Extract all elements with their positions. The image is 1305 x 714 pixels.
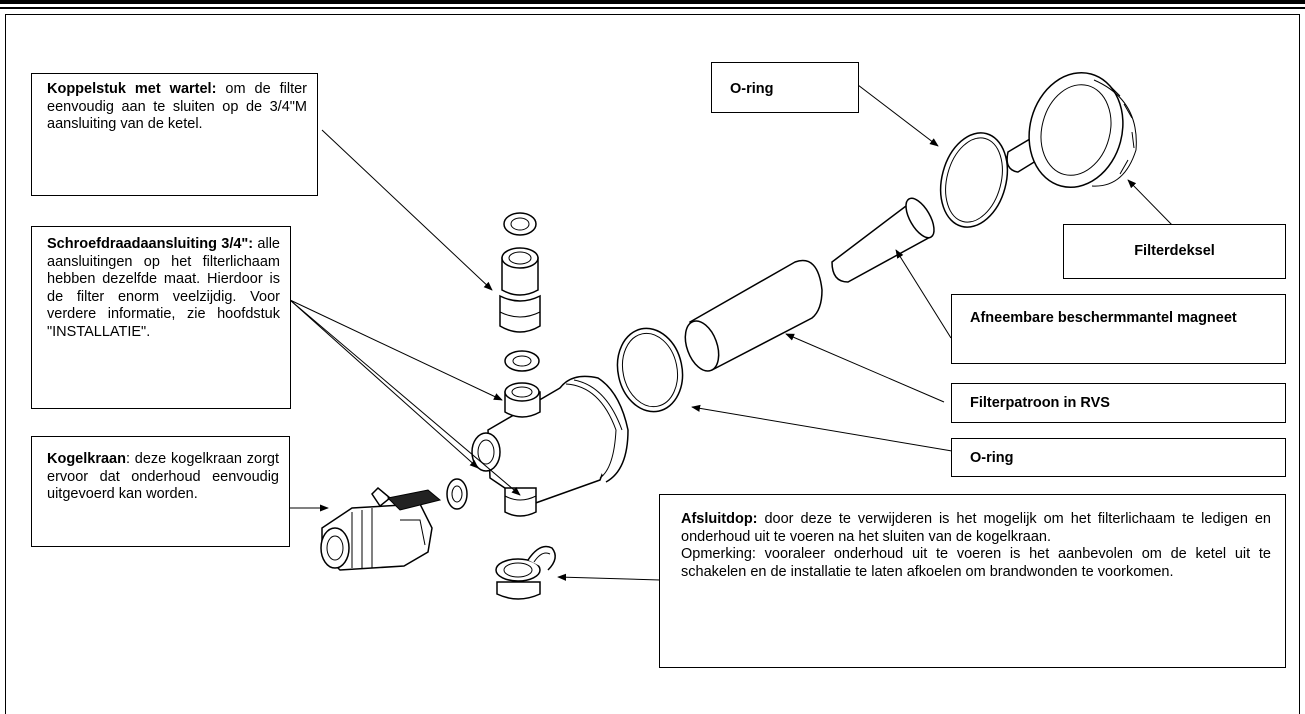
label-koppelstuk: Koppelstuk met wartel: om de filter eenv… (31, 73, 318, 196)
magnet-sleeve (831, 197, 935, 283)
filter-body (471, 375, 629, 517)
ball-valve (320, 486, 442, 571)
drain-cap (495, 545, 556, 600)
coupling-swivel-nut (499, 247, 541, 333)
label-afsluitdop-text: door deze te verwijderen is het mogelijk… (681, 511, 1272, 545)
label-filterpatroon: Filterpatroon in RVS (951, 383, 1286, 423)
label-koppelstuk-title: Koppelstuk met wartel: (47, 81, 217, 97)
washer-top (503, 212, 537, 236)
filter-cartridge (684, 259, 823, 372)
top-rule-thin (0, 7, 1305, 9)
label-oring-mid-title: O-ring (970, 450, 1014, 466)
label-afsluitdop-note: Opmerking: vooraleer onderhoud uit te vo… (681, 546, 1271, 580)
label-oring-top-title: O-ring (730, 81, 774, 97)
label-beschermmantel: Afneembare beschermmantel magneet (951, 294, 1286, 364)
washer-middle (504, 350, 540, 372)
label-schroefdraad: Schroefdraadaansluiting 3/4": alle aansl… (31, 226, 291, 409)
label-afsluitdop-title: Afsluitdop: (681, 511, 758, 527)
washer-left (446, 478, 468, 510)
leader-lines (288, 84, 1176, 581)
filter-cover (1006, 71, 1137, 189)
label-beschermmantel-title: Afneembare beschermmantel magneet (970, 310, 1237, 326)
label-filterpatroon-title: Filterpatroon in RVS (970, 395, 1110, 411)
o-ring-body (616, 327, 684, 413)
label-oring-top: O-ring (711, 62, 859, 113)
label-filterdeksel-title: Filterdeksel (1134, 243, 1215, 259)
label-kogelkraan: Kogelkraan: deze kogelkraan zorgt ervoor… (31, 436, 290, 547)
label-oring-mid: O-ring (951, 438, 1286, 477)
label-koppelstuk-text: om de filter eenvoudig aan te sluiten op… (47, 81, 308, 132)
o-ring-top (939, 132, 1009, 228)
label-kogelkraan-title: Kogelkraan (47, 451, 126, 467)
label-schroefdraad-title: Schroefdraadaansluiting 3/4": (47, 236, 254, 252)
diagram-frame (5, 14, 1300, 714)
label-filterdeksel: Filterdeksel (1063, 224, 1286, 279)
top-rule-thick (0, 0, 1305, 4)
label-afsluitdop: Afsluitdop: door deze te verwijderen is … (659, 494, 1286, 668)
label-kogelkraan-text: : deze kogelkraan zorgt ervoor dat onder… (47, 451, 279, 502)
label-schroefdraad-text: alle aansluitingen op het filterlichaam … (47, 236, 280, 340)
